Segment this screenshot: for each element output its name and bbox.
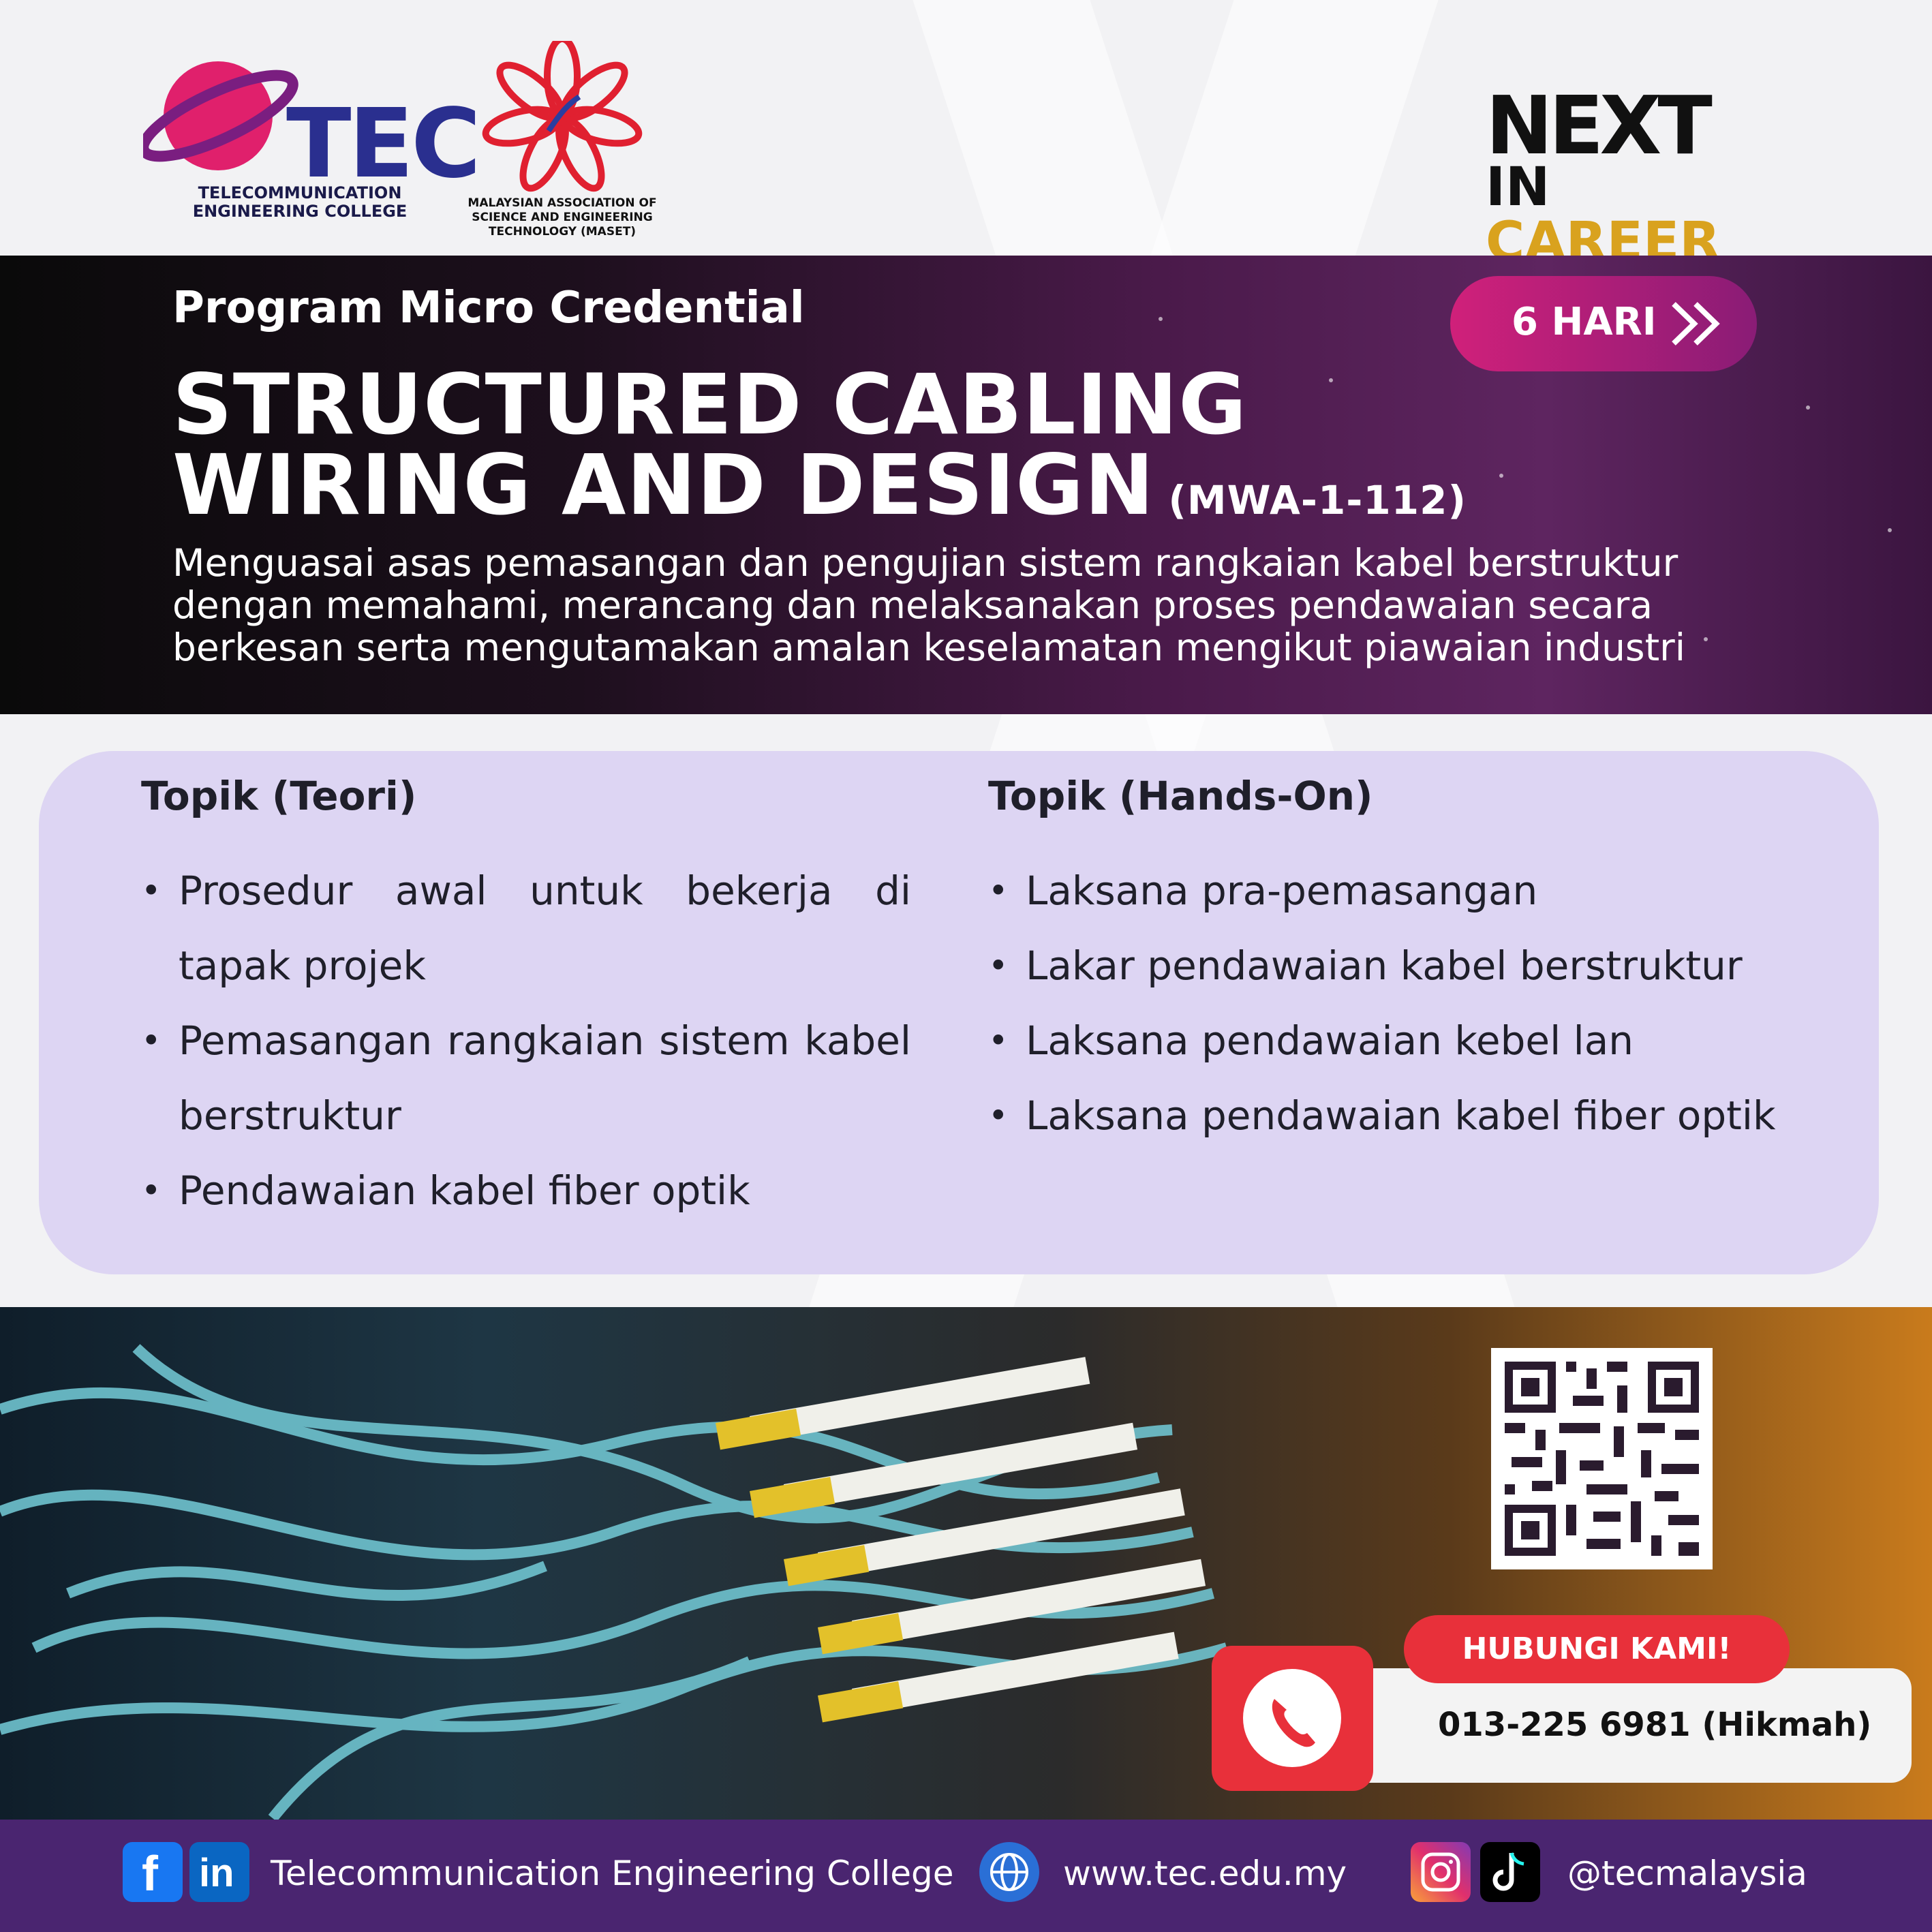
tec-logo-text: TEC xyxy=(286,89,481,200)
topik-hands-on-list: Laksana pra-pemasangan Lakar pendawaian … xyxy=(988,853,1840,1153)
course-title-line1: STRUCTURED CABLING xyxy=(172,356,1248,453)
sparkle xyxy=(1499,474,1503,478)
maset-subtitle: MALAYSIAN ASSOCIATION OF SCIENCE AND ENG… xyxy=(467,196,657,239)
course-description: Menguasai asas pemasangan dan pengujian … xyxy=(172,541,1686,669)
sparkle xyxy=(1888,528,1892,532)
phone-icon xyxy=(1243,1669,1341,1767)
qr-code-icon xyxy=(1505,1362,1699,1556)
duration-text: 6 HARI xyxy=(1512,300,1657,344)
qr-code[interactable] xyxy=(1491,1348,1713,1569)
double-chevron-right-icon xyxy=(1672,302,1720,346)
list-item: Pemasangan rangkaian sistem kabel berstr… xyxy=(141,1003,911,1153)
contact-us-text: HUBUNGI KAMI! xyxy=(1462,1631,1732,1666)
linkedin-icon[interactable]: in xyxy=(189,1842,249,1902)
maset-flower-icon xyxy=(482,41,643,192)
course-code: (MWA-1-112) xyxy=(1168,477,1467,523)
sparkle xyxy=(1806,405,1810,410)
sparkle xyxy=(1704,637,1708,641)
instagram-icon[interactable] xyxy=(1411,1842,1471,1902)
fiber-cable-illustration xyxy=(0,1344,1229,1820)
tec-subtitle: TELECOMMUNICATION ENGINEERING COLLEGE xyxy=(192,183,408,221)
maset-logo: MALAYSIAN ASSOCIATION OF SCIENCE AND ENG… xyxy=(450,41,675,245)
header: TEC TELECOMMUNICATION ENGINEERING COLLEG… xyxy=(0,0,1932,269)
topics-panel: Topik (Teori) Prosedur awal untuk bekerj… xyxy=(39,751,1879,1274)
in-career-word: IN CAREER xyxy=(1486,157,1721,273)
program-label: Program Micro Credential xyxy=(172,283,805,333)
program-banner: Program Micro Credential 6 HARI STRUCTUR… xyxy=(0,256,1932,714)
sparkle xyxy=(1329,378,1333,382)
contact-card: 013-225 6981 (Hikmah) xyxy=(1319,1668,1912,1783)
next-in-career-logo: NEXT IN CAREER xyxy=(1486,78,1785,269)
footer-social-handle[interactable]: @tecmalaysia xyxy=(1567,1854,1807,1893)
sparkle xyxy=(1159,317,1163,321)
tec-planet-icon xyxy=(143,61,298,170)
footer-college-name: Telecommunication Engineering College xyxy=(271,1854,954,1893)
footer: f in Telecommunication Engineering Colle… xyxy=(0,1820,1932,1932)
list-item: Laksana pendawaian kebel lan xyxy=(988,1003,1840,1078)
list-item: Pendawaian kabel fiber optik xyxy=(141,1153,911,1228)
list-item: Lakar pendawaian kabel berstruktur xyxy=(988,928,1840,1003)
course-title-line2: WIRING AND DESIGN(MWA-1-112) xyxy=(172,437,1467,534)
list-item: Prosedur awal untuk bekerja di tapak pro… xyxy=(141,853,911,1003)
footer-website-link[interactable]: www.tec.edu.my xyxy=(1063,1854,1347,1893)
topik-teori-list: Prosedur awal untuk bekerja di tapak pro… xyxy=(141,853,911,1228)
topik-teori-heading: Topik (Teori) xyxy=(141,773,417,819)
topik-hands-on-heading: Topik (Hands-On) xyxy=(988,773,1373,819)
duration-badge: 6 HARI xyxy=(1450,276,1757,371)
next-word: NEXT xyxy=(1486,78,1713,172)
contact-phone-number[interactable]: 013-225 6981 (Hikmah) xyxy=(1438,1706,1872,1744)
list-item: Laksana pendawaian kabel fiber optik xyxy=(988,1078,1840,1153)
course-title: STRUCTURED CABLING WIRING AND DESIGN(MWA… xyxy=(172,356,1467,540)
facebook-icon[interactable]: f xyxy=(123,1842,183,1902)
list-item: Laksana pra-pemasangan xyxy=(988,853,1840,928)
phone-button[interactable] xyxy=(1212,1646,1373,1791)
tec-logo: TEC TELECOMMUNICATION ENGINEERING COLLEG… xyxy=(143,48,481,225)
contact-us-badge: HUBUNGI KAMI! xyxy=(1404,1615,1790,1683)
globe-icon xyxy=(979,1842,1039,1902)
tiktok-icon[interactable] xyxy=(1480,1842,1540,1902)
